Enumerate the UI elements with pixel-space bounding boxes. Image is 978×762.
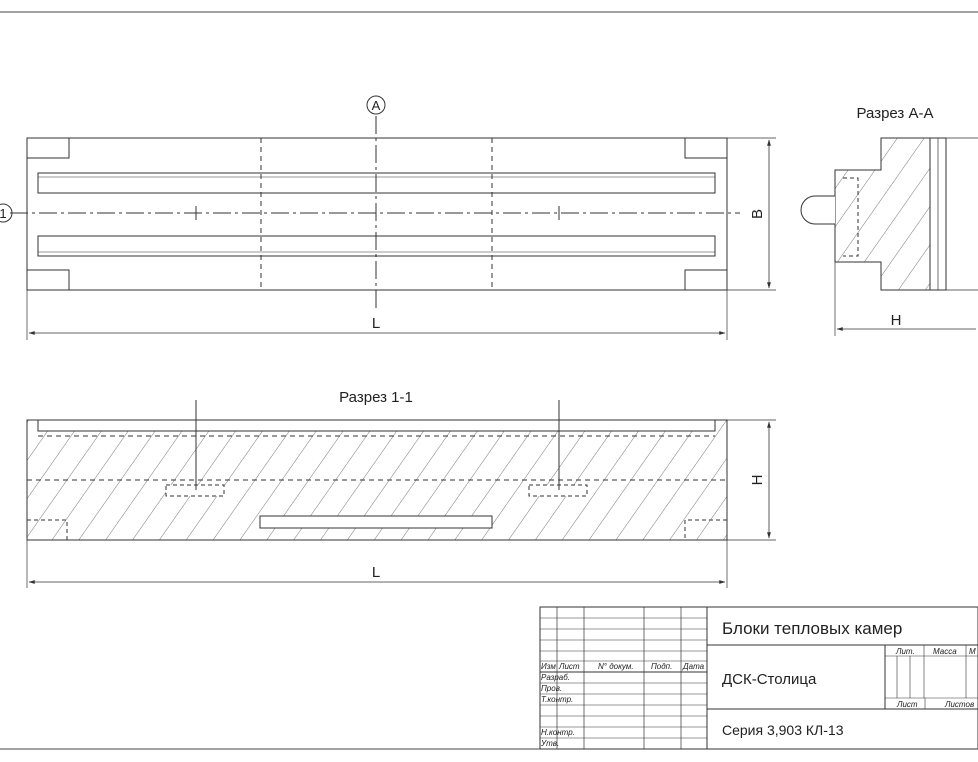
dim-l-top-label: L (372, 315, 380, 332)
plan-view (10, 116, 776, 340)
dim-h-section-label: H (749, 475, 766, 486)
tb-meta-list: Лист (896, 700, 918, 709)
tb-title: Блоки тепловых камер (722, 619, 902, 638)
section-11-title: Разрез 1-1 (339, 389, 413, 406)
tb-header-list: Лист (558, 662, 580, 671)
tb-role-tkontr: Т.контр. (541, 695, 573, 704)
tb-series: Серия 3,903 КЛ-13 (722, 722, 844, 738)
marker-a-label: A (372, 98, 381, 113)
tb-role-prov: Пров. (541, 684, 562, 693)
tb-header-date: Дата (682, 662, 705, 671)
tb-role-razrab: Разраб. (541, 673, 570, 682)
title-block: Изм Лист N° докум. Подп. Дата Разраб. Пр… (539, 606, 978, 750)
tb-meta-lit: Лит. (895, 647, 915, 656)
tb-meta-massa: Масса (933, 647, 957, 656)
section-aa-title: Разрез А-А (857, 105, 934, 122)
dim-h-side-label: H (891, 312, 902, 329)
marker-a: A (366, 95, 386, 115)
tb-header-izm: Изм (541, 662, 556, 671)
marker-1-label: 1 (0, 206, 7, 221)
section-11-view (26, 400, 776, 588)
drawing-frame (0, 11, 978, 750)
tb-header-sign: Подп. (651, 662, 672, 671)
tb-header-doc-no: N° докум. (598, 662, 634, 671)
marker-1: 1 (0, 203, 13, 223)
section-aa-view (800, 137, 978, 336)
tb-meta-masshtab: М (969, 647, 976, 656)
tb-meta-listov: Листов (944, 700, 974, 709)
dim-b-label: B (749, 209, 766, 219)
tb-role-utv: Утв. (540, 739, 559, 748)
dim-l-section-label: L (372, 564, 380, 581)
tb-organization: ДСК-Столица (722, 671, 817, 688)
tb-role-nkontr: Н.контр. (541, 728, 575, 737)
